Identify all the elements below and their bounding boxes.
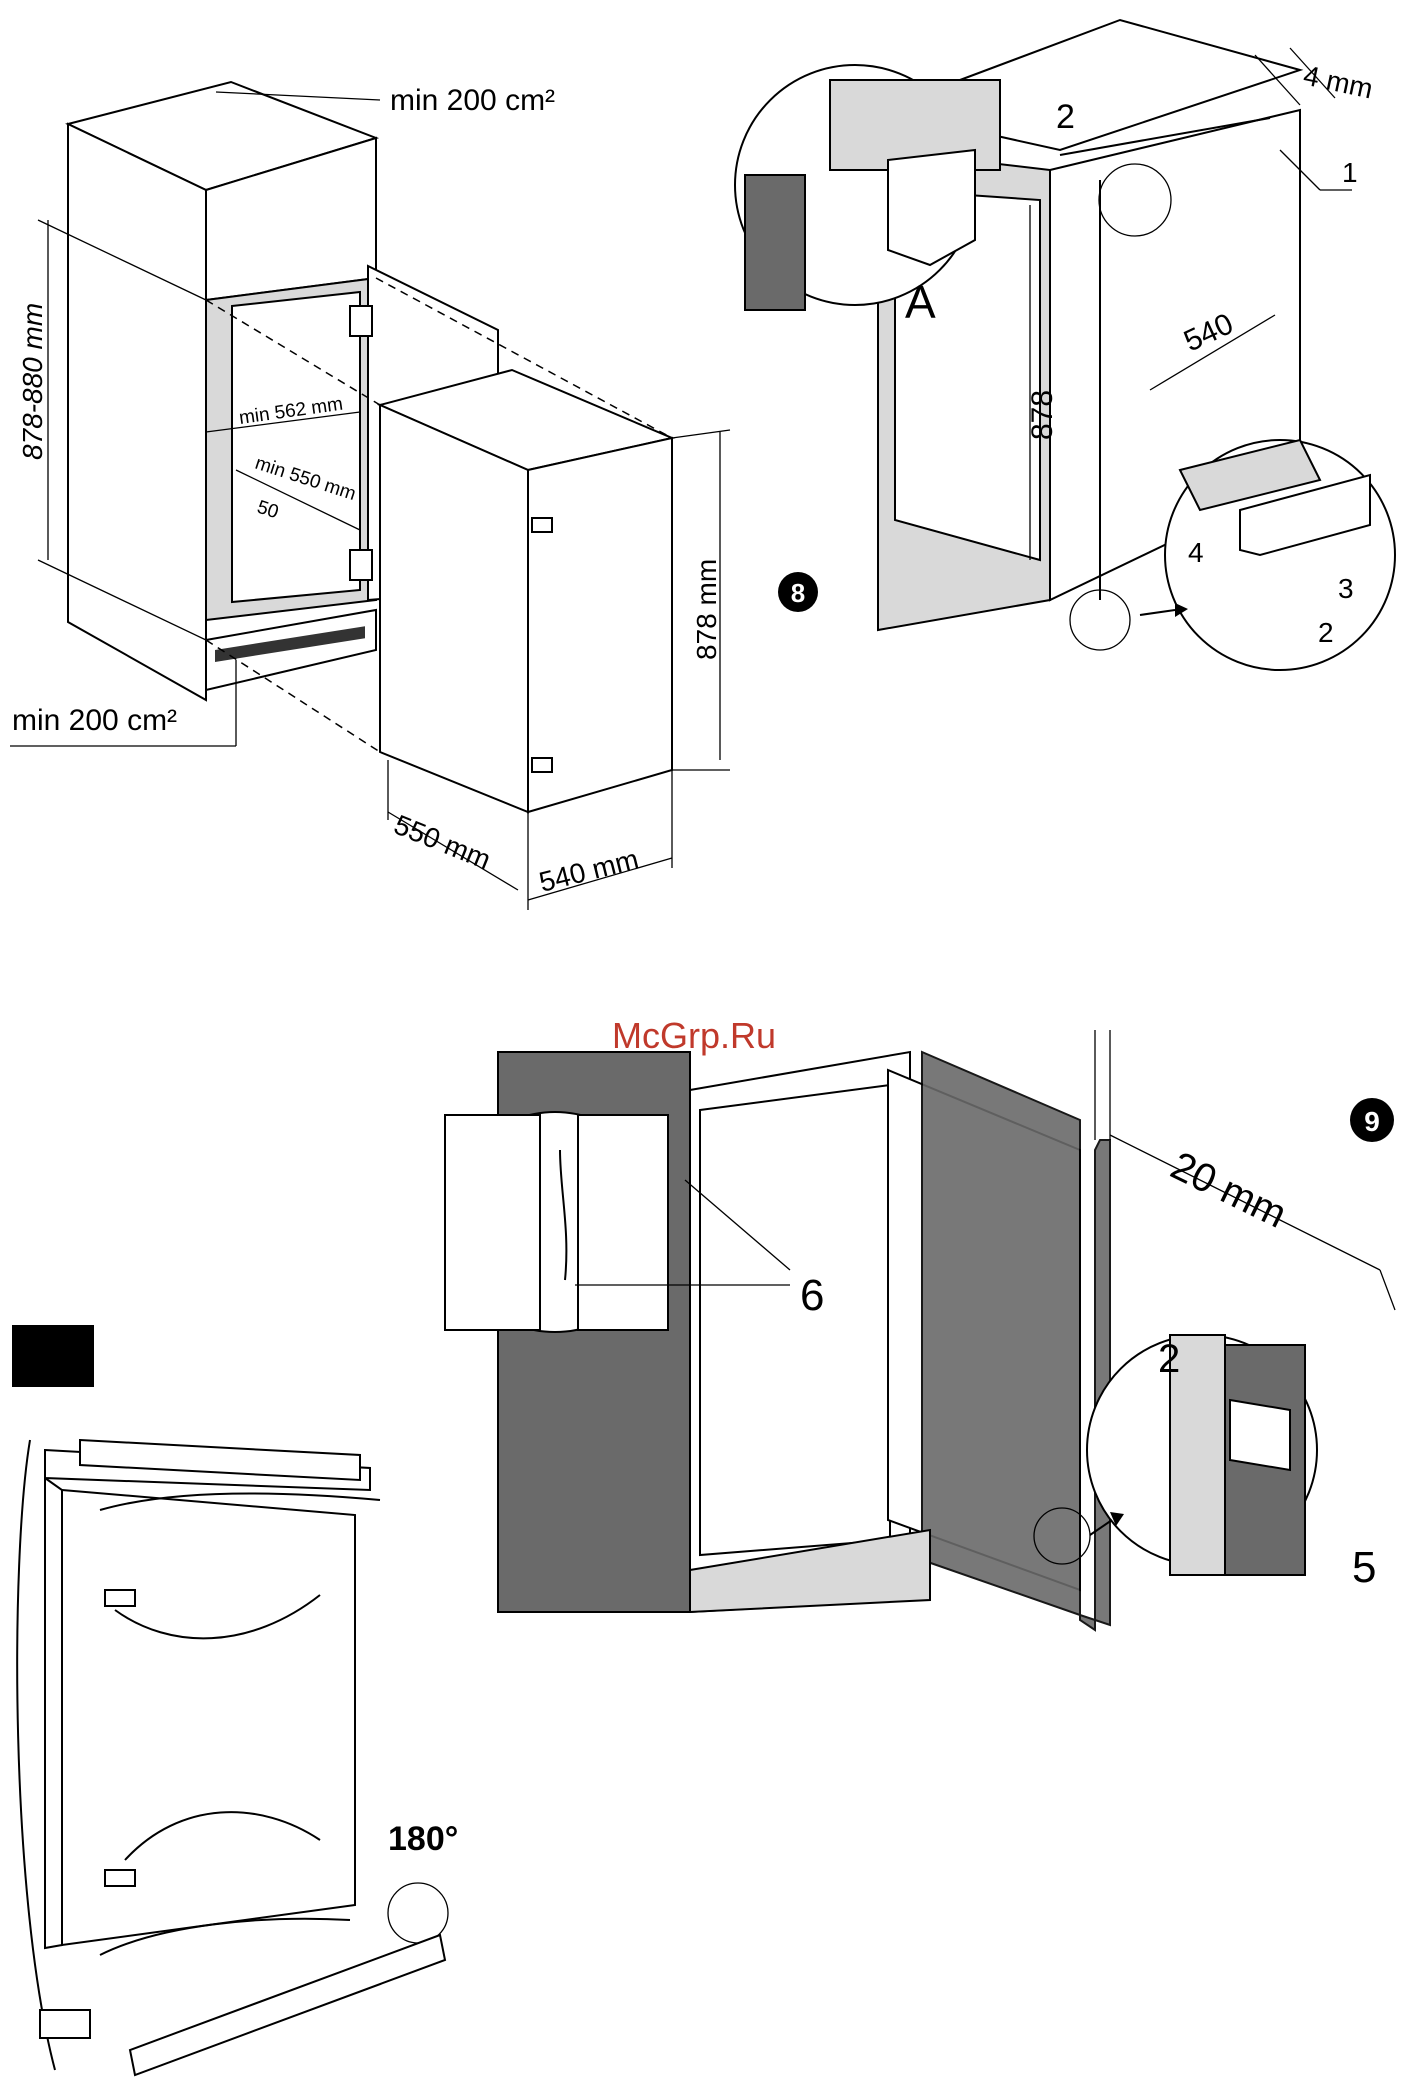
label-gap: 4 mm xyxy=(1301,60,1376,105)
label-callout-a: A xyxy=(905,276,936,328)
installation-dimensions-figure: min 200 cm² min 200 cm² 878-880 mm min 5… xyxy=(10,82,730,910)
label-vent-top: min 200 cm² xyxy=(390,84,555,117)
cabinet-niche-back xyxy=(232,292,360,602)
part-label-1: 1 xyxy=(1342,157,1358,188)
part-label-5: 5 xyxy=(1352,1543,1376,1592)
callout-arrow xyxy=(1140,610,1175,615)
step-8-figure: 4 mm 540 878 A 1 2 2 3 4 8 xyxy=(735,20,1395,670)
step9-fridge-interior xyxy=(700,1085,890,1555)
callout-top-panel xyxy=(745,175,805,310)
label-appliance-height: 878 mm xyxy=(691,559,722,660)
step-9-figure: 20 mm 6 2 5 9 xyxy=(445,1030,1395,1630)
rotation-circle xyxy=(388,1883,448,1943)
hinge-upper xyxy=(350,306,372,336)
part-label-4: 4 xyxy=(1188,537,1204,568)
door-reversal-figure: 180° xyxy=(12,1325,458,2075)
reversal-bottom-rail xyxy=(130,1935,445,2075)
appliance-hinge-top xyxy=(532,518,552,532)
watermark: McGrp.Ru xyxy=(612,1015,776,1056)
label-step9-offset: 20 mm xyxy=(1164,1144,1293,1237)
step9-furniture-door xyxy=(922,1052,1110,1630)
label-appliance-depth: 550 mm xyxy=(390,809,495,876)
reversal-hinge-upper xyxy=(105,1590,135,1606)
reversal-door-edge xyxy=(45,1478,62,1948)
part-5-bracket xyxy=(1230,1400,1290,1470)
step-8-badge-number: 8 xyxy=(791,578,805,608)
appliance-hinge-bottom xyxy=(532,758,552,772)
reversal-hinge-part xyxy=(40,2010,90,2038)
appliance-side xyxy=(380,405,528,812)
part-label-2-top: 2 xyxy=(1056,98,1075,136)
label-rotation: 180° xyxy=(388,1820,458,1858)
part-label-2-bottom: 2 xyxy=(1318,617,1334,648)
part-label-2-step9: 2 xyxy=(1158,1337,1180,1381)
reversal-hinge-lower xyxy=(105,1870,135,1886)
language-marker-block xyxy=(12,1325,94,1387)
cabinet-left-side xyxy=(68,124,206,700)
label-appliance-width: 540 mm xyxy=(536,843,642,898)
step-9-badge-number: 9 xyxy=(1364,1106,1380,1137)
label-niche-height: 878-880 mm xyxy=(17,303,48,460)
appliance-front xyxy=(528,438,672,812)
part-label-6: 6 xyxy=(800,1271,824,1320)
callout-top-bracket xyxy=(888,150,975,265)
hinge-lower xyxy=(350,550,372,580)
label-step8-height: 878 xyxy=(1026,390,1059,440)
label-vent-bottom: min 200 cm² xyxy=(12,704,177,737)
part-label-3: 3 xyxy=(1338,573,1354,604)
